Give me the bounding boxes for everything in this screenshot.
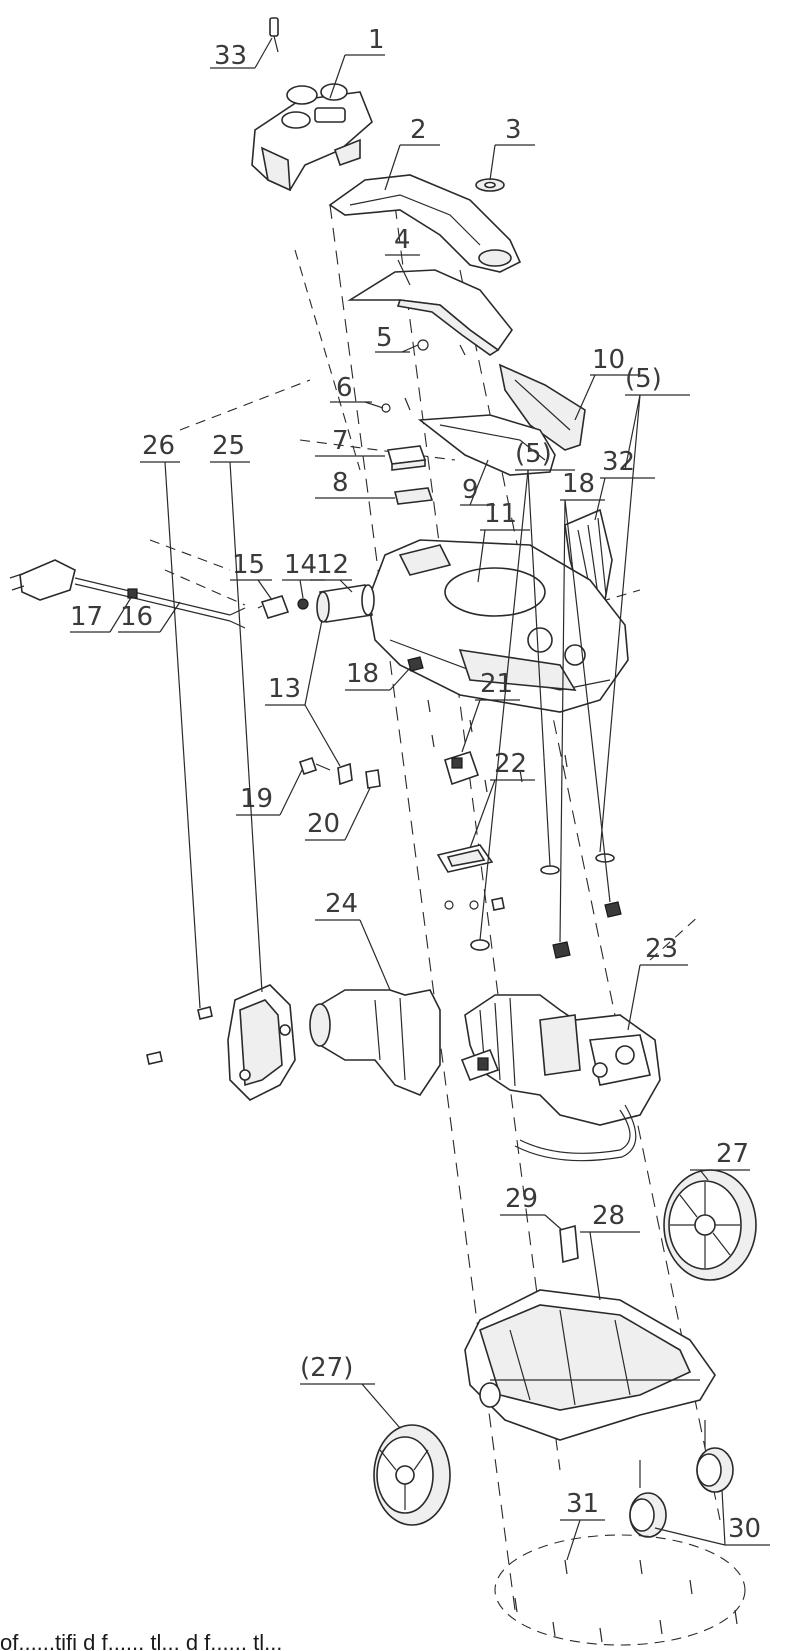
label-23: 23 <box>645 934 678 964</box>
label-15: 15 <box>232 550 265 580</box>
part-15-cord-bushing <box>257 595 290 619</box>
label-9: 9 <box>462 475 479 505</box>
label-16: 16 <box>120 602 153 632</box>
label-7: 7 <box>332 426 349 456</box>
part-6-screw <box>381 397 411 413</box>
label-20: 20 <box>307 809 340 839</box>
label-21: 21 <box>480 669 513 699</box>
part-25-rear-cap <box>227 984 296 1101</box>
part-8-switch-seal <box>394 487 434 505</box>
label-5-ref-a: (5) <box>625 364 662 394</box>
label-4: 4 <box>394 225 411 255</box>
part-5-screws <box>417 339 466 356</box>
part-10-trigger <box>498 363 586 451</box>
label-24: 24 <box>325 889 358 919</box>
part-18-clip-upper <box>407 656 424 672</box>
label-19: 19 <box>240 784 273 814</box>
part-7-switch-cap <box>386 445 427 471</box>
part-14-nut <box>297 598 309 610</box>
label-6: 6 <box>336 373 353 403</box>
figure-caption-fragment: of......tifi d f...... tl... d f...... t… <box>0 1630 282 1651</box>
part-27-wheel-left <box>373 1424 451 1526</box>
label-17: 17 <box>70 602 103 632</box>
part-9-lever-cover <box>417 414 556 476</box>
label-11: 11 <box>484 499 517 529</box>
part-23-motor-pump <box>460 994 661 1162</box>
label-27-ref: (27) <box>300 1353 353 1383</box>
part-28-base <box>464 1289 716 1441</box>
label-12: 12 <box>316 550 349 580</box>
label-1: 1 <box>368 25 385 55</box>
part-19-terminal <box>298 756 331 776</box>
part-20-connector <box>365 769 381 789</box>
part-31-screw-ring <box>494 1534 746 1646</box>
part-18-clips-lower <box>552 901 622 959</box>
label-29: 29 <box>505 1184 538 1214</box>
part-27-wheel-right <box>663 1169 757 1281</box>
label-8: 8 <box>332 468 349 498</box>
label-31: 31 <box>566 1489 599 1519</box>
part-24-motor-shroud <box>309 989 441 1096</box>
part-16-17-power-cord <box>9 559 246 629</box>
part-29-label <box>559 1224 579 1264</box>
part-22-switch-plate <box>436 844 494 873</box>
label-14: 14 <box>284 550 317 580</box>
label-10: 10 <box>592 345 625 375</box>
part-3-gasket <box>475 178 505 192</box>
label-27: 27 <box>716 1139 749 1169</box>
part-13-connector <box>337 762 353 786</box>
label-3: 3 <box>505 115 522 145</box>
part-26-screws <box>146 1006 213 1065</box>
label-13: 13 <box>268 674 301 704</box>
part-30-casters <box>629 1420 734 1538</box>
label-28: 28 <box>592 1201 625 1231</box>
part-5-clips <box>444 853 615 951</box>
part-33-clip <box>269 17 279 53</box>
part-21-switch <box>444 751 480 786</box>
label-30: 30 <box>728 1514 761 1544</box>
label-18-upper: 18 <box>346 659 379 689</box>
label-2: 2 <box>410 115 427 145</box>
label-5-ref-b: (5) <box>515 439 552 469</box>
label-5: 5 <box>376 323 393 353</box>
label-33: 33 <box>214 41 247 71</box>
label-25: 25 <box>212 431 245 461</box>
callouts: 33 1 2 3 4 5 6 7 8 9 <box>70 25 770 1561</box>
part-2-handle-cover <box>328 174 522 273</box>
label-26: 26 <box>142 431 175 461</box>
part-1-accessory-holder <box>251 83 373 192</box>
label-32: 32 <box>602 447 635 477</box>
part-12-capacitor <box>316 584 375 623</box>
label-18-lower: 18 <box>562 469 595 499</box>
part-4-handle-lower <box>347 269 513 356</box>
